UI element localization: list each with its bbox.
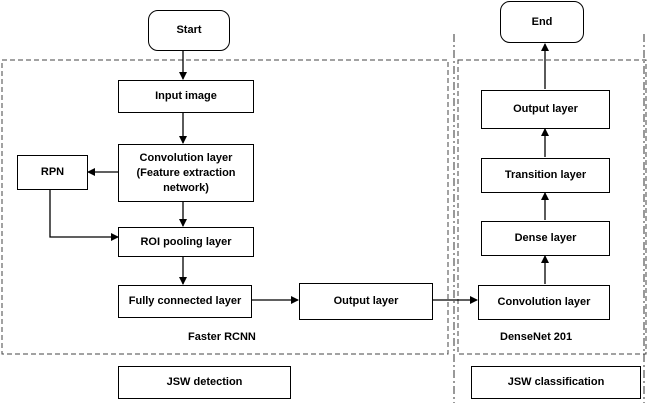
roi-pooling-layer-node: ROI pooling layer xyxy=(118,227,254,257)
rpn-node: RPN xyxy=(17,155,88,190)
faster-rcnn-group-border xyxy=(1,59,449,355)
output-layer-node-frcnn: Output layer xyxy=(299,283,433,320)
transition-layer-node: Transition layer xyxy=(481,158,610,193)
dense-layer-node: Dense layer xyxy=(481,221,610,256)
convolution-layer-node: Convolution layer (Feature extraction ne… xyxy=(118,144,254,202)
end-node: End xyxy=(500,1,584,43)
input-image-node: Input image xyxy=(118,80,254,113)
arrow-rpn-to-roi xyxy=(49,190,119,241)
densenet-group-border xyxy=(457,59,647,355)
densenet-group-label: DenseNet 201 xyxy=(500,331,573,343)
start-node: Start xyxy=(148,10,230,51)
jsw-classification-box: JSW classification xyxy=(471,366,641,399)
jsw-detection-box: JSW detection xyxy=(118,366,291,399)
fully-connected-layer-node: Fully connected layer xyxy=(118,285,252,318)
faster-rcnn-group-label: Faster RCNN xyxy=(188,331,256,343)
output-layer-node-densenet: Output layer xyxy=(481,90,610,129)
convolution-layer-node-densenet: Convolution layer xyxy=(478,285,610,320)
